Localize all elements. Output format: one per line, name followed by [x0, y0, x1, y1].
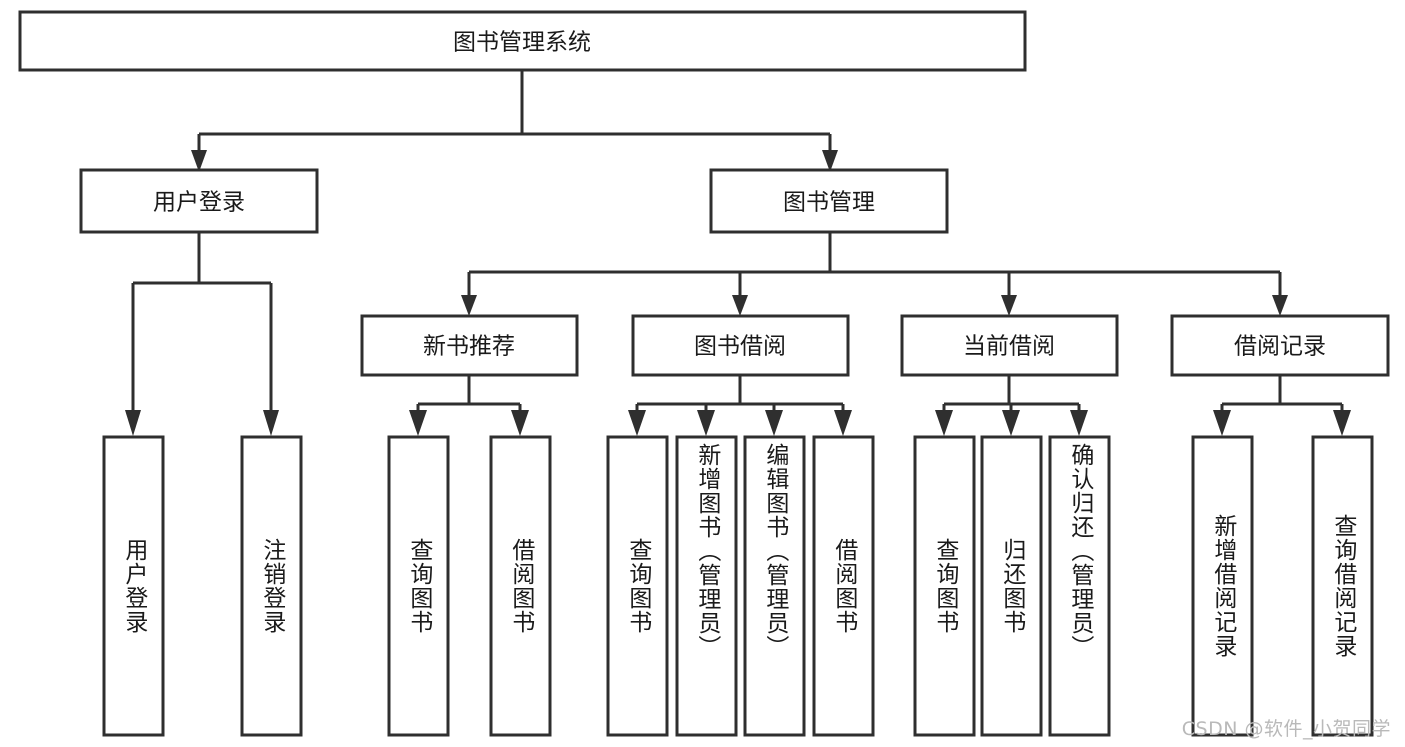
leaf-box-logout[interactable]	[240, 435, 303, 737]
arrowhead-leaf-logout	[263, 410, 279, 436]
arrowhead-current-borrow	[1001, 295, 1017, 316]
node-new-book-recommend-box[interactable]	[360, 314, 579, 377]
arrowhead-book-mgmt	[822, 150, 838, 172]
leaf-box-newbook-borrow[interactable]	[489, 435, 552, 737]
arrowhead-borrow-record	[1272, 295, 1288, 316]
leaf-box-record-query[interactable]	[1311, 435, 1374, 737]
leaf-box-current-query[interactable]	[913, 435, 976, 737]
node-current-borrow-label: 当前借阅	[963, 334, 1055, 360]
leaf-box-borrow-query[interactable]	[606, 435, 669, 737]
leaf-box-current-return[interactable]	[980, 435, 1043, 737]
node-root-label: 图书管理系统	[453, 30, 591, 56]
leaf-box-borrow-borrow[interactable]	[812, 435, 875, 737]
arrowhead-bookborrow-leaf1	[628, 410, 646, 436]
watermark: CSDN @软件_小贺同学	[1181, 718, 1391, 740]
arrowhead-currentborrow-leaf1	[935, 410, 953, 436]
arrowhead-currentborrow-leaf3	[1070, 410, 1088, 436]
leaf-box-record-add[interactable]	[1191, 435, 1254, 737]
node-book-borrow-box[interactable]	[631, 314, 850, 377]
node-book-management[interactable]: 图书管理	[709, 168, 949, 234]
arrowhead-borrowrecord-leaf1	[1213, 410, 1231, 436]
leaf-box-newbook-query[interactable]	[387, 435, 450, 737]
leaf-box-borrow-edit[interactable]	[743, 435, 806, 737]
arrowhead-leaf-user-login	[125, 410, 141, 436]
leaf-box-current-confirm[interactable]	[1048, 435, 1111, 737]
arrowhead-newbook-leaf2	[511, 410, 529, 436]
node-borrow-record-box[interactable]	[1170, 314, 1390, 377]
node-current-borrow[interactable]: 当前借阅	[900, 314, 1119, 377]
arrowhead-bookborrow-leaf2	[697, 410, 715, 436]
node-book-management-label: 图书管理	[783, 190, 875, 216]
node-new-book-recommend-label: 新书推荐	[423, 334, 515, 360]
node-book-borrow-label: 图书借阅	[694, 334, 786, 360]
arrowhead-borrowrecord-leaf2	[1333, 410, 1351, 436]
node-root[interactable]: 图书管理系统	[18, 10, 1027, 72]
node-current-borrow-box[interactable]	[900, 314, 1119, 377]
arrowhead-currentborrow-leaf2	[1002, 410, 1020, 436]
node-book-borrow[interactable]: 图书借阅	[631, 314, 850, 377]
node-user-login-box[interactable]	[79, 168, 319, 234]
arrowhead-user-login	[191, 150, 207, 172]
arrowhead-bookborrow-leaf3	[765, 410, 783, 436]
leaf-box-user-login[interactable]	[102, 435, 165, 737]
node-new-book-recommend[interactable]: 新书推荐	[360, 314, 579, 377]
arrowhead-book-borrow	[732, 295, 748, 316]
connectors	[125, 70, 1351, 436]
node-book-management-box[interactable]	[709, 168, 949, 234]
node-user-login[interactable]: 用户登录	[79, 168, 319, 234]
arrowhead-newbook-leaf1	[409, 410, 427, 436]
arrowhead-bookborrow-leaf4	[834, 410, 852, 436]
node-user-login-label: 用户登录	[153, 190, 245, 216]
arrowhead-new-book	[461, 295, 477, 316]
leaf-box-borrow-add[interactable]	[675, 435, 738, 737]
node-borrow-record[interactable]: 借阅记录	[1170, 314, 1390, 377]
node-root-box[interactable]	[18, 10, 1027, 72]
node-borrow-record-label: 借阅记录	[1234, 334, 1326, 360]
